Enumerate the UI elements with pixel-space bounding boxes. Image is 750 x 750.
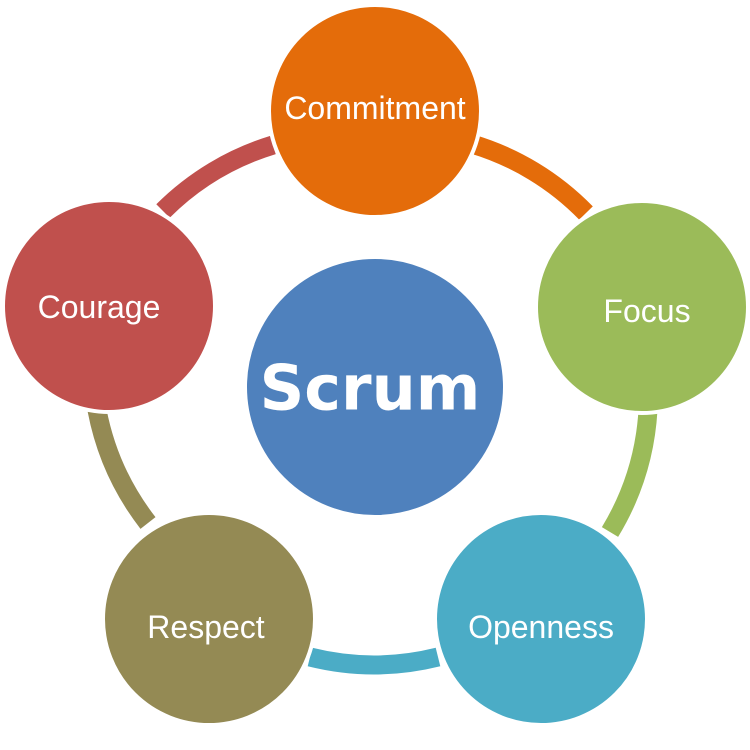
node-label-commitment: Commitment (284, 90, 465, 126)
ring-arc-openness-respect (307, 647, 441, 675)
node-courage: Courage (1, 198, 217, 414)
ring-arc-courage-commitment (156, 135, 276, 218)
node-circle-commitment (267, 3, 483, 219)
node-label-courage: Courage (38, 289, 161, 325)
center-circle (243, 255, 507, 519)
center-node-scrum: Scrum (243, 255, 507, 519)
node-circle-openness (433, 511, 649, 727)
node-label-focus: Focus (603, 293, 690, 329)
node-circle-focus (534, 199, 750, 415)
ring-arc-focus-openness (601, 409, 658, 537)
node-focus: Focus (534, 199, 750, 415)
ring-arc-commitment-focus (469, 134, 593, 220)
node-circle-courage (1, 198, 217, 414)
node-openness: Openness (433, 511, 649, 727)
node-respect: Respect (101, 511, 317, 727)
ring-arc-respect-courage (87, 408, 156, 529)
node-circle-respect (101, 511, 317, 727)
node-commitment: Commitment (267, 3, 483, 219)
node-label-respect: Respect (147, 609, 265, 645)
center-label: Scrum (260, 352, 481, 425)
node-label-openness: Openness (468, 609, 614, 645)
